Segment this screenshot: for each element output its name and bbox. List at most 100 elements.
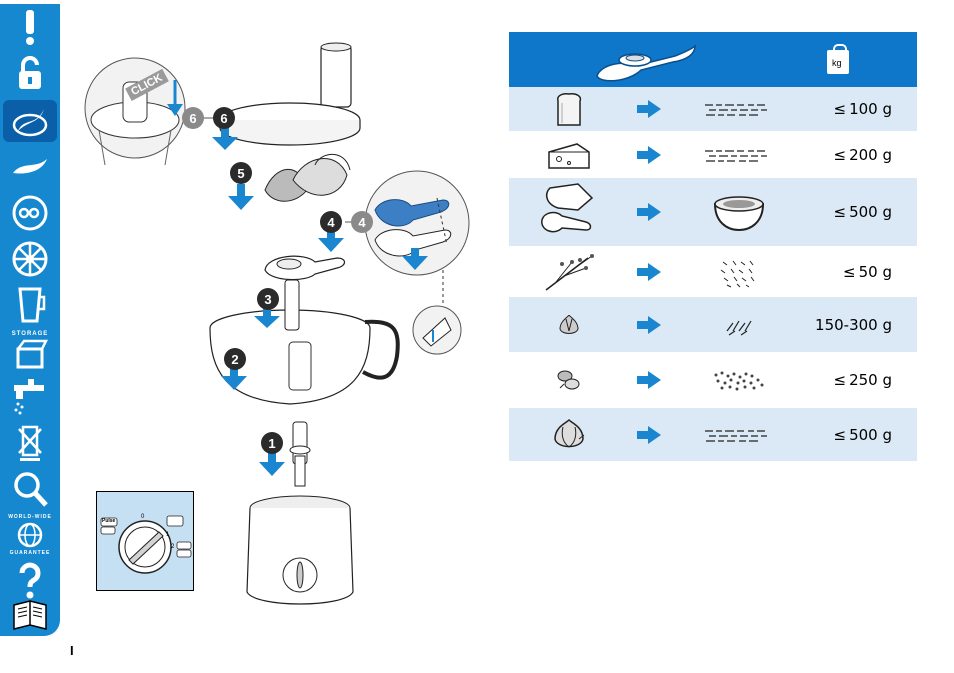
less-or-equal-symbol: ≤: [834, 100, 847, 118]
sidebar-tab-warning[interactable]: [3, 6, 57, 48]
table-row: ≤100 g: [509, 87, 917, 131]
chopping-blade: [265, 256, 345, 279]
sidebar: STORAGE WORLD-WIDE GUARANTEE: [0, 4, 60, 636]
quantity-text: 200 g: [849, 146, 892, 164]
step-badge-3: 3: [257, 288, 279, 310]
bowl-icon: [669, 192, 809, 232]
less-or-equal-symbol: ≤: [843, 263, 856, 281]
dial-position-2: 2: [171, 544, 174, 550]
quantity-text: 100 g: [849, 100, 892, 118]
arrow-right-icon: [629, 146, 669, 164]
onion-pieces: [265, 154, 350, 201]
less-or-equal-symbol: ≤: [834, 203, 847, 221]
quantity-text: 50 g: [859, 263, 892, 281]
arrow-right-icon: [629, 371, 669, 389]
step-badge-6b: 6: [213, 107, 235, 129]
chopping-blade-header-icon: [591, 40, 701, 82]
sidebar-tab-blender[interactable]: [3, 284, 57, 326]
table-row: ≤200 g: [509, 131, 917, 178]
table-row: ≤500 g: [509, 408, 917, 461]
quantity-value: ≤500 g: [809, 426, 917, 444]
table-row: ≤500 g: [509, 178, 917, 246]
arrow-right-icon: [629, 100, 669, 118]
step-badge-4b: 4: [351, 211, 373, 233]
storage-label: STORAGE: [12, 331, 49, 337]
step-badge-2: 2: [224, 348, 246, 370]
pieces-icon: [669, 313, 809, 337]
weight-icon: kg: [827, 44, 849, 74]
blender-jug-icon: [10, 285, 50, 325]
table-row: ≤250 g: [509, 352, 917, 408]
step-badge-5: 5: [230, 162, 252, 184]
arrow-right-icon: [629, 263, 669, 281]
quantity-text: 150-300 g: [815, 316, 892, 334]
speed-dial-panel: Pulse 0 1 2: [96, 491, 194, 591]
pulse-label: Pulse: [102, 518, 115, 524]
quantity-value: ≤200 g: [809, 146, 917, 164]
speed-dial: [97, 492, 193, 590]
sidebar-tab-rotary-disc[interactable]: [3, 238, 57, 280]
page-number: I: [70, 643, 74, 658]
dial-position-0: 0: [141, 514, 144, 520]
table-row: ≤50 g: [509, 246, 917, 297]
sidebar-tab-troubleshooting[interactable]: [3, 468, 57, 510]
rotary-disc-icon: [10, 239, 50, 279]
arrow-right-icon: [629, 426, 669, 444]
sidebar-tab-disc[interactable]: [3, 192, 57, 234]
less-or-equal-symbol: ≤: [834, 371, 847, 389]
sidebar-tab-safety[interactable]: [3, 52, 57, 94]
sidebar-tab-disposal[interactable]: [3, 422, 57, 464]
tap-cleaning-icon: [10, 377, 50, 417]
nut-pieces-icon: [669, 369, 809, 391]
crumbs-icon: [669, 99, 809, 119]
step-badge-6a: 6: [182, 107, 204, 129]
quantity-value: 150-300 g: [809, 316, 917, 334]
guarantee-bottom-label: GUARANTEE: [10, 550, 51, 556]
sidebar-tab-guarantee[interactable]: WORLD-WIDE GUARANTEE: [3, 514, 57, 556]
disc-icon: [10, 193, 50, 233]
kneading-tool-icon: [10, 147, 50, 187]
manual-book-icon: [10, 595, 50, 635]
step-badge-1: 1: [261, 432, 283, 454]
herbs-icon: [509, 252, 629, 292]
warning-icon: [10, 7, 50, 47]
step-badge-4a: 4: [320, 211, 342, 233]
crumbs-icon: [669, 145, 809, 165]
motor-base: [247, 496, 353, 604]
quantity-value: ≤50 g: [809, 263, 917, 281]
quantity-value: ≤100 g: [809, 100, 917, 118]
disposal-bin-icon: [10, 423, 50, 463]
less-or-equal-symbol: ≤: [834, 426, 847, 444]
chopped-herbs-icon: [669, 256, 809, 288]
nuts-icon: [509, 368, 629, 392]
onion-small-icon: [509, 315, 629, 335]
arrow-right-icon: [629, 316, 669, 334]
lock-icon: [10, 53, 50, 93]
cheese-icon: [509, 140, 629, 170]
quantity-table: kg ≤100 g≤200 g≤500 g≤50 g150-300 g≤250 …: [509, 32, 917, 461]
onion-icon: [509, 419, 629, 451]
sidebar-tab-cleaning[interactable]: [3, 376, 57, 418]
storage-box-icon: [10, 331, 50, 371]
dial-position-1: 1: [166, 532, 169, 538]
blade-fitting-detail: [365, 171, 469, 275]
sidebar-tab-manual[interactable]: [3, 596, 57, 634]
arrow-right-icon: [629, 203, 669, 221]
spindle: [290, 422, 310, 486]
arrow-down-5: [228, 184, 254, 210]
quantity-value: ≤500 g: [809, 203, 917, 221]
guarantee-globe-icon: [10, 515, 50, 555]
quantity-text: 500 g: [849, 426, 892, 444]
sidebar-tab-chopping-blade[interactable]: [3, 100, 57, 142]
quantity-text: 500 g: [849, 203, 892, 221]
lid-with-feed-tube: [220, 43, 360, 145]
chopping-blade-icon: [10, 101, 50, 141]
meat-icon: [509, 182, 629, 242]
sidebar-tab-kneading[interactable]: [3, 146, 57, 188]
lid-click-detail: [85, 58, 185, 165]
guarantee-top-label: WORLD-WIDE: [8, 514, 52, 520]
sidebar-tab-storage[interactable]: STORAGE: [3, 330, 57, 372]
table-row: 150-300 g: [509, 297, 917, 352]
weight-unit-label: kg: [832, 58, 842, 68]
lock-detail: [413, 270, 461, 354]
